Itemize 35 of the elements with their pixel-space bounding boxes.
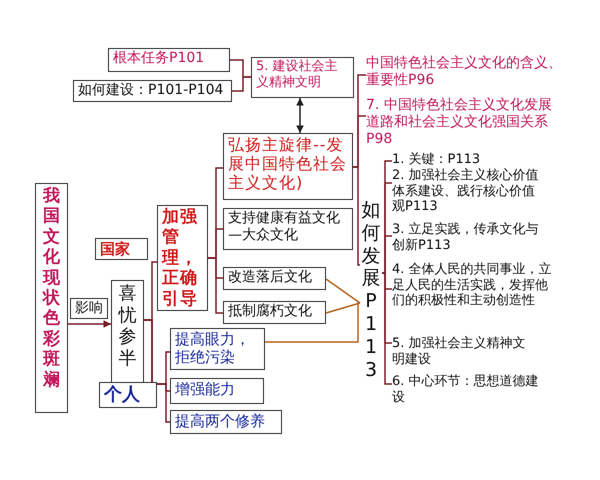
process-box: 加强管理，正确引导 <box>157 205 208 311</box>
process-box: 如何建设：P101-P104 <box>73 80 232 102</box>
connector-line <box>382 235 392 274</box>
connector-line <box>353 166 360 266</box>
connector-line <box>144 319 170 423</box>
branch-text: 中国特色社会主义文化的含义、重要性P96 <box>366 55 562 95</box>
category-box: 国家 <box>95 238 148 260</box>
process-box: 提高两个修养 <box>170 410 282 434</box>
category-box: 个人 <box>99 382 157 408</box>
connector-line <box>382 272 392 385</box>
process-box: 增强能力 <box>170 378 264 404</box>
connector-line <box>326 302 360 314</box>
arrow <box>68 320 111 328</box>
list-item: 6. 中心环节：思想道德建设 <box>392 374 542 410</box>
connector-line <box>265 302 360 343</box>
connector-line <box>232 76 251 92</box>
edge-label: 影响 <box>70 298 108 319</box>
connector-line <box>208 257 223 314</box>
arrow <box>296 98 304 133</box>
process-box: 支持健康有益文化—大众文化 <box>223 208 353 250</box>
process-box: 改造落后文化 <box>223 267 326 290</box>
process-box: 5. 建设社会主义精神文明 <box>251 57 354 98</box>
process-box: 弘扬主旋律--发展中国特色社会主义文化) <box>223 133 353 200</box>
connector-line <box>326 278 360 304</box>
process-box: 喜忧参半 <box>111 280 144 383</box>
branch-text: 7. 中国特色社会主义文化发展道路和社会主义文化强国关系P98 <box>366 97 562 148</box>
title-box: 我国文化现状色彩斑斓 <box>35 183 68 413</box>
process-box: 抵制腐朽文化 <box>223 301 326 324</box>
list-item: 4. 全体人民的共同事业，立足人民的生活实践，发挥他们的积极性和主动创造性 <box>392 262 554 332</box>
vertical-text: 如何发展P113 <box>360 197 382 384</box>
process-box: 提高眼力，拒绝污染 <box>170 328 265 370</box>
list-item: 5. 加强社会主义精神文明建设 <box>392 336 532 372</box>
process-box: 根本任务P101 <box>108 48 230 72</box>
list-item: 2. 加强社会主义核心价值体系建设、践行核心价值观P113 <box>392 168 542 220</box>
list-item: 3. 立足实践，传承文化与创新P113 <box>392 222 542 258</box>
